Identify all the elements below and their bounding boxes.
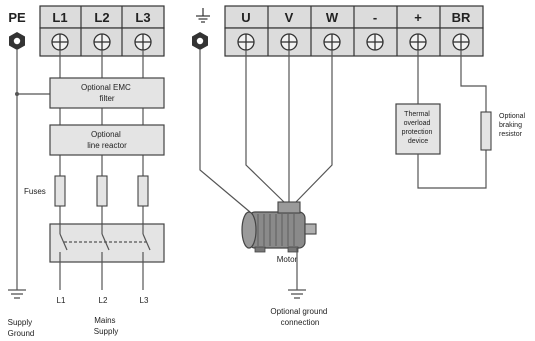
screw-terminal-icon	[93, 33, 111, 51]
terminal-label-l2: L2	[94, 10, 109, 25]
isolator-switch-box	[49, 223, 165, 263]
screw-terminal-icon	[323, 33, 341, 51]
braking-resistor-label: Optional braking resistor	[499, 113, 527, 138]
terminal-label-w: W	[326, 10, 339, 25]
emc-filter-label: Optional EMC filter	[81, 83, 133, 103]
screw-terminal-icon	[280, 33, 298, 51]
optional-ground-label: Optional ground connection	[270, 307, 329, 327]
terminal-label-pe: PE	[8, 10, 26, 25]
supply-ground-label: Supply Ground	[8, 318, 35, 338]
screw-terminal-icon	[51, 33, 69, 51]
phase-label-l3: L3	[140, 296, 149, 305]
terminal-label-u: U	[241, 10, 250, 25]
mains-supply-label: Mains Supply	[94, 316, 118, 336]
motor-label: Motor	[277, 255, 298, 264]
output-terminal-block	[224, 5, 484, 57]
earth-ground-icon	[196, 8, 210, 23]
terminal-label-v: V	[285, 10, 294, 25]
motor-icon	[241, 201, 317, 253]
phase-label-l1: L1	[57, 296, 66, 305]
fuse	[54, 175, 66, 207]
hex-nut-icon	[9, 32, 25, 50]
thermal-overload-box	[395, 103, 441, 155]
earth-ground-icon	[288, 289, 306, 299]
screw-terminal-icon	[134, 33, 152, 51]
fuse	[137, 175, 149, 207]
emc-filter-box	[49, 77, 165, 109]
fuse	[96, 175, 108, 207]
terminal-label-plus: +	[414, 10, 422, 25]
terminal-label-l1: L1	[52, 10, 67, 25]
line-reactor-box	[49, 124, 165, 156]
hex-nut-icon	[192, 32, 208, 50]
braking-resistor	[480, 111, 492, 151]
screw-terminal-icon	[237, 33, 255, 51]
thermal-overload-label: Thermal overload protection device	[402, 111, 435, 145]
fuses-label: Fuses	[24, 187, 46, 196]
line-reactor-label: Optional line reactor	[87, 130, 127, 150]
terminal-label-l3: L3	[135, 10, 150, 25]
earth-ground-icon	[8, 289, 26, 299]
screw-terminal-icon	[409, 33, 427, 51]
terminal-label-br: BR	[452, 10, 471, 25]
screw-terminal-icon	[366, 33, 384, 51]
phase-label-l2: L2	[99, 296, 108, 305]
screw-terminal-icon	[452, 33, 470, 51]
terminal-label-minus: -	[373, 10, 377, 25]
